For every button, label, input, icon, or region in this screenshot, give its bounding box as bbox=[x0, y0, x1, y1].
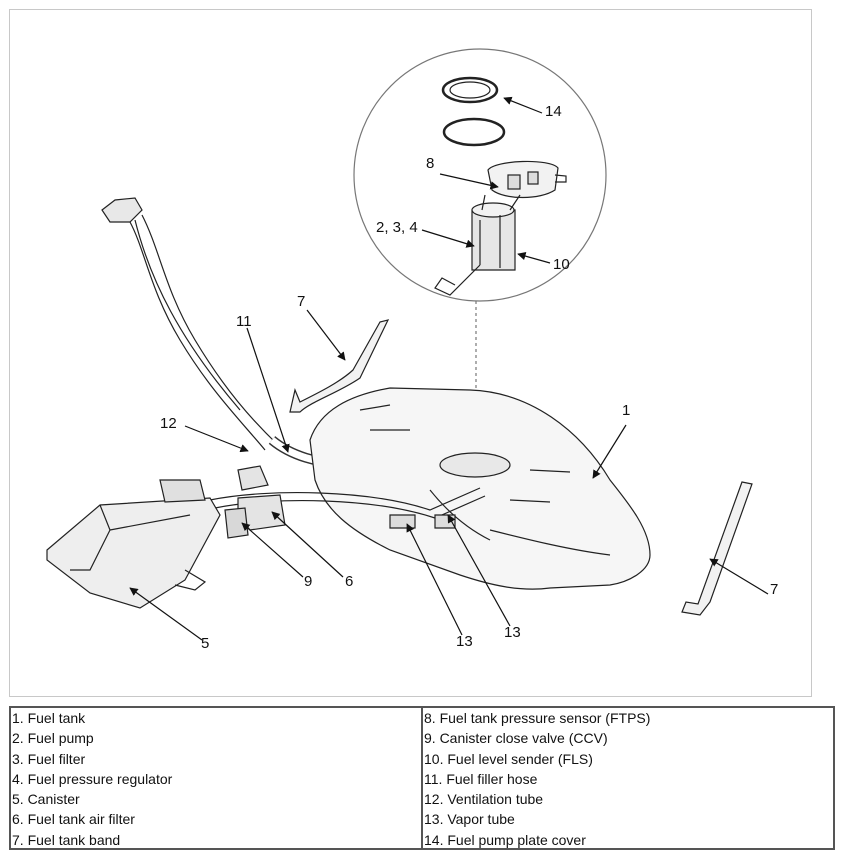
legend-item: 5. Canister bbox=[12, 791, 80, 808]
diagram-figure: 14 8 2, 3, 4 10 7 11 12 1 9 6 5 13 13 7 bbox=[9, 9, 812, 697]
callout-12: 12 bbox=[160, 415, 177, 432]
callout-5: 5 bbox=[201, 635, 209, 652]
pump-plate-cover bbox=[441, 76, 499, 104]
callout-9: 9 bbox=[304, 573, 312, 590]
legend-item: 9. Canister close valve (CCV) bbox=[424, 730, 608, 747]
callout-10: 10 bbox=[553, 256, 570, 273]
legend-item: 2. Fuel pump bbox=[12, 730, 94, 747]
legend-item: 11. Fuel filler hose bbox=[424, 770, 538, 787]
vapor-tube bbox=[209, 487, 481, 511]
callout-2-3-4: 2, 3, 4 bbox=[376, 219, 418, 236]
callout-7-right: 7 bbox=[770, 581, 778, 598]
fuel-tank-band-top bbox=[289, 319, 390, 413]
legend-item: 14. Fuel pump plate cover bbox=[424, 831, 586, 848]
legend-item: 7. Fuel tank band bbox=[12, 831, 121, 848]
legend-item: 10. Fuel level sender (FLS) bbox=[424, 750, 593, 767]
legend-item: 3. Fuel filter bbox=[12, 750, 86, 767]
callout-8: 8 bbox=[426, 155, 434, 172]
air-filter-and-ccv bbox=[224, 465, 286, 539]
callout-7-top: 7 bbox=[297, 293, 305, 310]
legend-item: 1. Fuel tank bbox=[12, 710, 86, 726]
fuel-tank-band-right bbox=[681, 481, 753, 616]
canister bbox=[46, 479, 221, 609]
fuel-pump-module bbox=[434, 160, 567, 296]
legend-column-left: 1. Fuel tank 2. Fuel pump 3. Fuel filter… bbox=[11, 708, 421, 848]
callout-6: 6 bbox=[345, 573, 353, 590]
legend-item: 12. Ventilation tube bbox=[424, 791, 544, 808]
callout-13-right: 13 bbox=[504, 624, 521, 641]
legend-item: 13. Vapor tube bbox=[424, 811, 515, 828]
legend-item: 4. Fuel pressure regulator bbox=[12, 770, 173, 787]
callout-11: 11 bbox=[236, 313, 252, 330]
callout-14: 14 bbox=[545, 103, 562, 120]
callout-13-left: 13 bbox=[456, 633, 473, 650]
legend-column-right: 8. Fuel tank pressure sensor (FTPS) 9. C… bbox=[421, 708, 833, 848]
legend-table: 1. Fuel tank 2. Fuel pump 3. Fuel filter… bbox=[9, 706, 835, 850]
detail-circle bbox=[353, 48, 607, 302]
legend-item: 8. Fuel tank pressure sensor (FTPS) bbox=[424, 710, 651, 726]
gasket-ring bbox=[442, 117, 506, 147]
fuel-filler-pipe bbox=[101, 197, 279, 451]
fuel-system-drawing: 14 8 2, 3, 4 10 7 11 12 1 9 6 5 13 13 7 bbox=[46, 48, 778, 652]
callout-1: 1 bbox=[622, 402, 630, 419]
legend-item: 6. Fuel tank air filter bbox=[12, 811, 135, 828]
